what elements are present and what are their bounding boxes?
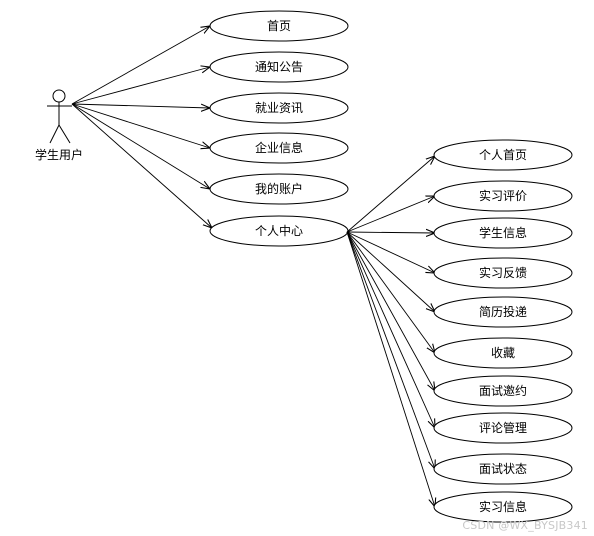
- use-case-internship-review: 实习评价: [433, 180, 573, 212]
- use-case-internship-info: 实习信息: [433, 491, 573, 523]
- use-case-favorites: 收藏: [433, 337, 573, 369]
- actor-left-leg: [49, 124, 60, 144]
- use-case-notices: 通知公告: [209, 51, 349, 83]
- primary-use-cases: 首页 通知公告 就业资讯 企业信息 我的账户 个人中心: [209, 10, 349, 247]
- use-case-resume-submission: 简历投递: [433, 296, 573, 328]
- connector-personal-center: [71, 103, 212, 228]
- use-case-student-info-label: 学生信息: [479, 225, 527, 240]
- use-case-comment-management: 评论管理: [433, 412, 573, 444]
- connector-favorites: [346, 231, 435, 353]
- connector-home: [71, 26, 210, 105]
- use-case-internship-review-label: 实习评价: [479, 188, 527, 203]
- use-case-comment-management-label: 评论管理: [479, 420, 527, 435]
- connector-internship-review: [346, 196, 435, 233]
- connector-internship-info: [346, 231, 435, 507]
- use-case-internship-feedback: 实习反馈: [433, 257, 573, 289]
- use-case-company-info: 企业信息: [209, 132, 349, 164]
- use-case-job-news: 就业资讯: [209, 92, 349, 124]
- use-case-resume-submission-label: 简历投递: [479, 304, 527, 319]
- connector-interview-invitation: [346, 231, 435, 391]
- connector-internship-feedback: [346, 231, 435, 273]
- use-case-personal-home-label: 个人首页: [479, 148, 527, 162]
- use-case-my-account: 我的账户: [209, 173, 349, 205]
- use-case-job-news-label: 就业资讯: [255, 101, 303, 115]
- student-actor: 学生用户: [35, 89, 83, 162]
- personal-center-connectors: [346, 156, 435, 507]
- connector-my-account: [71, 103, 210, 189]
- use-case-internship-feedback-label: 实习反馈: [479, 265, 527, 280]
- use-case-personal-center: 个人中心: [209, 215, 349, 247]
- connector-resume-submission: [346, 231, 435, 312]
- connector-job-news: [71, 103, 210, 108]
- use-case-interview-status: 面试状态: [433, 453, 573, 485]
- use-case-my-account-label: 我的账户: [255, 181, 303, 196]
- use-case-interview-invitation: 面试邀约: [433, 375, 573, 407]
- use-case-interview-status-label: 面试状态: [479, 461, 527, 476]
- connector-company-info: [71, 103, 210, 148]
- use-case-interview-invitation-label: 面试邀约: [479, 383, 527, 398]
- watermark: CSDN @WX_BYSJB341: [462, 519, 588, 532]
- use-case-home-label: 首页: [267, 19, 291, 33]
- use-case-student-info: 学生信息: [433, 217, 573, 249]
- use-case-company-info-label: 企业信息: [255, 140, 303, 155]
- connector-student-info: [346, 232, 435, 233]
- connector-personal-home: [346, 156, 435, 233]
- actor-label: 学生用户: [35, 147, 83, 162]
- use-case-personal-center-label: 个人中心: [255, 223, 303, 238]
- use-case-internship-info-label: 实习信息: [479, 499, 527, 514]
- actor-head: [52, 89, 66, 103]
- use-case-favorites-label: 收藏: [491, 346, 515, 360]
- connector-comment-management: [346, 231, 435, 428]
- actor-right-leg: [58, 124, 71, 144]
- connector-notices: [71, 67, 210, 105]
- use-case-notices-label: 通知公告: [255, 60, 303, 74]
- actor-connectors: [71, 26, 212, 228]
- use-case-personal-home: 个人首页: [433, 139, 573, 171]
- use-case-home: 首页: [209, 10, 349, 42]
- connector-interview-status: [346, 231, 435, 469]
- personal-center-use-cases: 个人首页 实习评价 学生信息 实习反馈 简历投递 收藏: [433, 139, 573, 523]
